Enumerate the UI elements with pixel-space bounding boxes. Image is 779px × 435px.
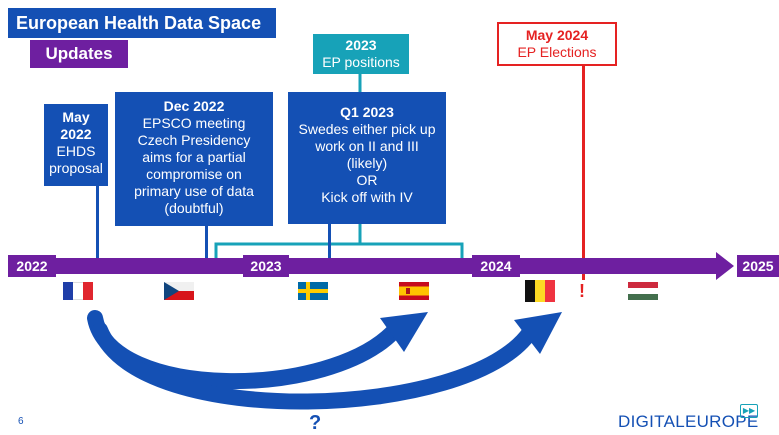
q12023-connector bbox=[328, 224, 331, 258]
event-q1-2023-line: Swedes either pick up bbox=[298, 121, 436, 137]
flag-sweden-icon bbox=[298, 282, 328, 300]
ep-positions-bracket bbox=[214, 242, 464, 264]
event-q1-2023: Q1 2023 Swedes either pick up work on II… bbox=[288, 92, 446, 224]
page-title: European Health Data Space bbox=[8, 8, 276, 38]
curved-arrow-to-belgium bbox=[92, 322, 538, 410]
event-ep-elections-desc: EP Elections bbox=[517, 44, 597, 60]
event-q1-2023-line: (likely) bbox=[346, 155, 388, 171]
event-may-2022-date-line2: 2022 bbox=[60, 126, 92, 142]
event-ep-elections: May 2024 EP Elections bbox=[497, 22, 617, 66]
flag-belgium-icon bbox=[525, 280, 555, 302]
event-dec-2022-line: EPSCO meeting bbox=[142, 115, 246, 131]
event-ep-elections-date: May 2024 bbox=[525, 27, 589, 43]
curved-arrow-to-spain-head bbox=[380, 312, 428, 352]
flag-spain-icon bbox=[399, 282, 429, 300]
dec2022-connector bbox=[205, 226, 208, 258]
event-q1-2023-line: Kick off with IV bbox=[321, 189, 413, 205]
event-may-2022-date-line1: May bbox=[62, 109, 90, 125]
year-2022: 2022 bbox=[8, 255, 56, 277]
event-q1-2023-date: Q1 2023 bbox=[340, 104, 394, 120]
flag-france-icon bbox=[63, 282, 93, 300]
event-dec-2022-line: compromise on bbox=[146, 166, 242, 182]
event-dec-2022-line: Czech Presidency bbox=[137, 132, 251, 148]
timeline-bar bbox=[8, 258, 720, 274]
flag-hungary-icon bbox=[628, 282, 658, 300]
fast-forward-icon: ▶▶ bbox=[740, 404, 758, 418]
question-mark: ? bbox=[309, 412, 322, 434]
timeline-arrowhead bbox=[716, 252, 734, 280]
exclamation-mark: ! bbox=[579, 281, 585, 301]
event-q1-2023-line: work on II and III bbox=[315, 138, 419, 154]
page-number: 6 bbox=[18, 416, 24, 427]
digitaleurope-logo: DIGITALEUROPE bbox=[618, 412, 759, 431]
curved-arrow-to-belgium-head bbox=[514, 312, 562, 354]
event-may-2022: May 2022 EHDS proposal bbox=[44, 104, 108, 186]
year-2025: 2025 bbox=[737, 255, 779, 277]
event-ep-positions-desc: EP positions bbox=[322, 54, 400, 70]
event-q1-2023-line: OR bbox=[356, 172, 378, 188]
may2022-connector bbox=[96, 186, 99, 258]
page-subtitle: Updates bbox=[30, 40, 128, 68]
event-may-2022-desc-line2: proposal bbox=[49, 160, 103, 176]
event-dec-2022: Dec 2022 EPSCO meeting Czech Presidency … bbox=[115, 92, 273, 226]
event-dec-2022-line: aims for a partial bbox=[142, 149, 246, 165]
year-2023: 2023 bbox=[243, 255, 289, 277]
may2024-line bbox=[582, 66, 585, 280]
event-dec-2022-line: primary use of data bbox=[134, 183, 254, 199]
year-2024: 2024 bbox=[472, 255, 520, 277]
event-ep-positions-date: 2023 bbox=[345, 37, 377, 53]
event-ep-positions: 2023 EP positions bbox=[313, 34, 409, 74]
event-dec-2022-date: Dec 2022 bbox=[163, 98, 225, 114]
event-may-2022-desc-line1: EHDS bbox=[56, 143, 96, 159]
event-dec-2022-line: (doubtful) bbox=[164, 200, 224, 216]
flag-czech-icon bbox=[164, 282, 194, 300]
